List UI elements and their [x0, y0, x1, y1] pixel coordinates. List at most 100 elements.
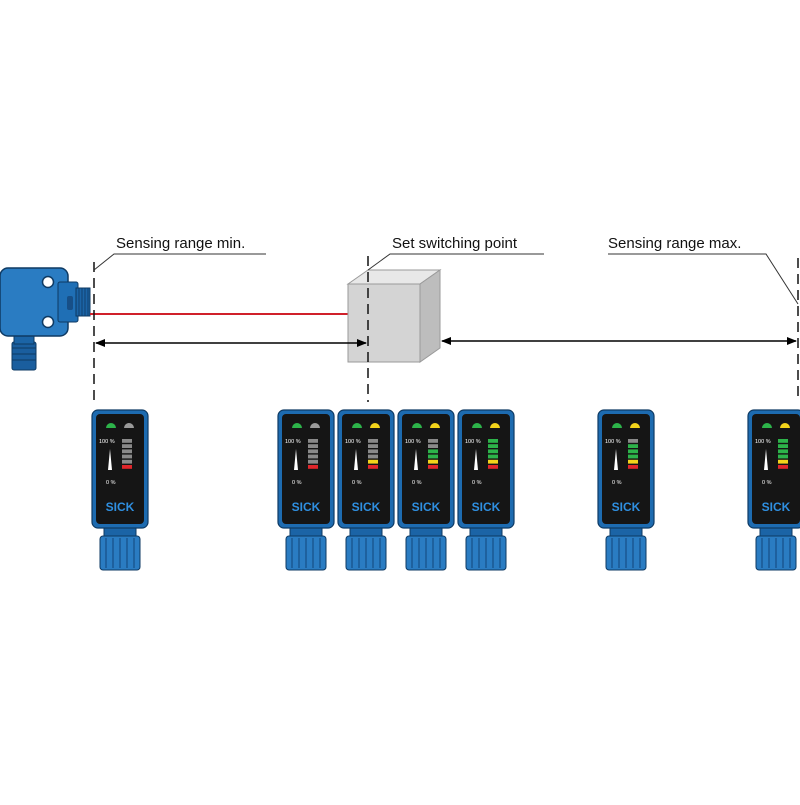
status-led-icon: [106, 423, 116, 428]
indicator-switch-1: 100 %0 %SICK: [277, 409, 335, 571]
output-led-icon: [630, 423, 640, 428]
brand-logo: SICK: [412, 500, 441, 514]
indicator-switch-2: 100 % 0 % SICK: [337, 409, 395, 571]
output-led-icon: [490, 423, 500, 428]
label-sensing-range-max: Sensing range max.: [608, 235, 741, 252]
bargraph-segment: [122, 459, 132, 464]
bargraph-segment: [308, 465, 318, 469]
indicator-switch-3: 100 % 0 % SICK: [397, 409, 455, 571]
status-led-icon: [412, 423, 422, 428]
bargraph-segment: [628, 449, 638, 454]
label-sensing-range-min: Sensing range min.: [116, 235, 245, 252]
connector: [755, 525, 797, 571]
bargraph-segment: [368, 454, 378, 459]
photoelectric-sensor: [0, 267, 91, 371]
scale-bottom-label: 0 %: [292, 480, 302, 486]
brand-logo: SICK: [612, 500, 641, 514]
indicator-switch-4: 100 %0 %SICK: [457, 409, 515, 571]
bargraph-segment: [368, 439, 378, 443]
leader-switch: [367, 253, 544, 271]
bargraph-segment: [308, 459, 318, 464]
bargraph-segment: [628, 465, 638, 469]
bargraph-segment: [428, 449, 438, 454]
bargraph-segment: [368, 444, 378, 448]
bargraph-segment: [308, 454, 318, 459]
scale-top-label: 100 %: [99, 439, 115, 445]
indicator-mid: 100 % 0 % SICK: [597, 409, 655, 571]
brand-logo: SICK: [472, 500, 501, 514]
bargraph-segment: [428, 465, 438, 469]
target-object: [346, 269, 442, 363]
bargraph-segment: [122, 444, 132, 448]
output-led-icon: [310, 423, 320, 428]
scale-bottom-label: 0 %: [352, 480, 362, 486]
indicator-max: 100 % 0 % SICK: [747, 409, 800, 571]
bargraph-segment: [628, 454, 638, 459]
potentiometer-icon: [414, 449, 418, 470]
bargraph-segment: [778, 465, 788, 469]
status-led-icon: [352, 423, 362, 428]
bargraph-segment: [628, 459, 638, 464]
bargraph-segment: [122, 465, 132, 469]
bargraph-segment: [628, 444, 638, 448]
scale-top-label: 100 %: [465, 439, 481, 445]
potentiometer-icon: [614, 449, 618, 470]
status-led-icon: [612, 423, 622, 428]
bargraph-segment: [428, 459, 438, 464]
bargraph-segment: [428, 439, 438, 443]
connector: [99, 525, 141, 571]
bargraph-segment: [368, 465, 378, 469]
bargraph-segment: [368, 459, 378, 464]
bargraph-segment: [428, 454, 438, 459]
leader-max: [608, 253, 799, 305]
bargraph-segment: [428, 444, 438, 448]
leader-min: [93, 253, 266, 271]
output-led-icon: [370, 423, 380, 428]
status-led-icon: [762, 423, 772, 428]
bargraph-segment: [778, 449, 788, 454]
bargraph-segment: [488, 449, 498, 454]
scale-bottom-label: 0 %: [612, 480, 622, 486]
bargraph-segment: [778, 444, 788, 448]
bargraph-segment: [778, 459, 788, 464]
bargraph-segment: [122, 439, 132, 443]
brand-logo: SICK: [762, 500, 791, 514]
bargraph-segment: [778, 454, 788, 459]
output-led-icon: [780, 423, 790, 428]
indicator-min: 100 %0 %SICK: [91, 409, 149, 571]
label-set-switching-point: Set switching point: [392, 235, 518, 252]
scale-top-label: 100 %: [755, 439, 771, 445]
connector: [405, 525, 447, 571]
bargraph-segment: [488, 454, 498, 459]
scale-bottom-label: 0 %: [762, 480, 772, 486]
potentiometer-icon: [294, 449, 298, 470]
bargraph-segment: [122, 449, 132, 454]
output-led-icon: [124, 423, 134, 428]
bargraph-segment: [628, 439, 638, 443]
bargraph-segment: [488, 465, 498, 469]
indicator-panels: 100 % 0 % SICK 100 % 0 % SICK 100 % 0 % SICK 100 …: [91, 409, 800, 571]
potentiometer-icon: [108, 449, 112, 470]
scale-bottom-label: 0 %: [412, 480, 422, 486]
bargraph-segment: [122, 454, 132, 459]
scale-top-label: 100 %: [605, 439, 621, 445]
bargraph-segment: [778, 439, 788, 443]
brand-logo: SICK: [352, 500, 381, 514]
scale-top-label: 100 %: [345, 439, 361, 445]
potentiometer-icon: [764, 449, 768, 470]
brand-logo: SICK: [292, 500, 321, 514]
scale-top-label: 100 %: [405, 439, 421, 445]
status-led-icon: [292, 423, 302, 428]
bargraph-segment: [308, 444, 318, 448]
output-led-icon: [430, 423, 440, 428]
bargraph-segment: [308, 449, 318, 454]
bargraph-segment: [488, 444, 498, 448]
bargraph-segment: [368, 449, 378, 454]
connector: [345, 525, 387, 571]
connector: [465, 525, 507, 571]
status-led-icon: [472, 423, 482, 428]
connector: [285, 525, 327, 571]
potentiometer-icon: [354, 449, 358, 470]
